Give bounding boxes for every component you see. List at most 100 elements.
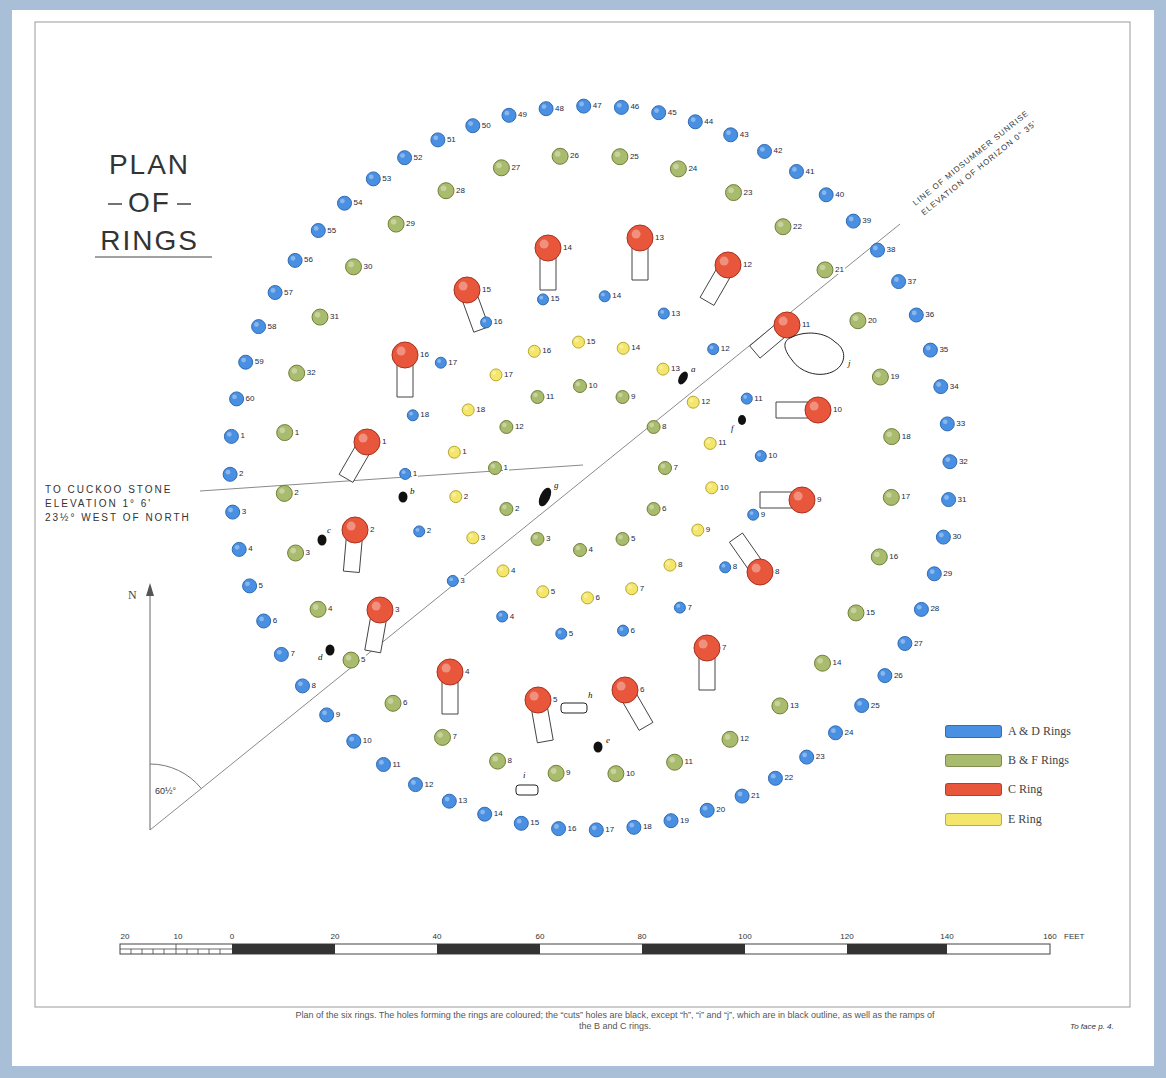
hole-highlight (576, 382, 581, 387)
hole-number: 2 (369, 525, 375, 534)
hole-number: 11 (717, 438, 727, 447)
title-underline (95, 256, 212, 257)
hole-number: 11 (545, 392, 555, 401)
hole-highlight (673, 164, 679, 170)
hole-highlight (492, 756, 498, 762)
cut-hole (399, 492, 408, 503)
hole-highlight (930, 569, 935, 574)
hole-number: 17 (503, 370, 514, 379)
hole-number: 8 (661, 422, 667, 431)
hole-number: 3 (241, 507, 247, 516)
hole-highlight (894, 277, 899, 282)
hole-number: 20 (715, 805, 726, 814)
hole-number: 28 (929, 604, 940, 613)
title-dash (177, 203, 191, 205)
hole-highlight (391, 219, 397, 225)
hole-number: 8 (774, 567, 780, 576)
hole-highlight (502, 505, 507, 510)
ring-e-hole (537, 586, 549, 598)
hole-number: 41 (805, 167, 816, 176)
hole-highlight (708, 484, 712, 488)
scale-number: 40 (433, 932, 442, 941)
ring-b-hole (435, 729, 451, 745)
hole-highlight (530, 347, 534, 351)
ring-f-hole (574, 544, 587, 557)
hole-number: 60 (245, 394, 256, 403)
hole-highlight (449, 577, 453, 581)
hole-highlight (491, 464, 496, 469)
ring-b-hole (772, 698, 788, 714)
hole-highlight (397, 347, 406, 356)
scale-number: 10 (174, 932, 183, 941)
scale-number: 20 (331, 932, 340, 941)
legend-text: B & F Rings (1008, 753, 1069, 767)
hole-number: 51 (446, 135, 457, 144)
ring-e-hole (582, 592, 594, 604)
cut-hole (326, 645, 335, 656)
ring-e-hole (617, 342, 629, 354)
hole-highlight (699, 640, 708, 649)
ring-e-hole (497, 565, 509, 577)
hole-highlight (533, 535, 538, 540)
ring-d-hole (407, 410, 418, 421)
hole-number: 10 (625, 769, 636, 778)
hole-highlight (313, 604, 319, 610)
hole-highlight (659, 365, 663, 369)
ring-a-hole (577, 99, 591, 113)
hole-highlight (620, 627, 624, 631)
ring-d-hole (400, 468, 411, 479)
ring-b-hole (343, 652, 359, 668)
hole-number: 19 (889, 372, 900, 381)
ring-c-hole (454, 277, 480, 303)
hole-number: 24 (844, 728, 855, 737)
hole-number: 49 (517, 110, 528, 119)
hole-highlight (441, 186, 447, 192)
hole-highlight (346, 655, 352, 661)
hole-number: 34 (949, 382, 960, 391)
hole-number: 30 (363, 262, 374, 271)
hole-highlight (618, 535, 623, 540)
hole-highlight (632, 230, 641, 239)
ring-b-hole (884, 429, 900, 445)
hole-highlight (372, 602, 381, 611)
hole-highlight (584, 594, 588, 598)
hole-number: 20 (867, 316, 878, 325)
hole-number: 8 (677, 560, 683, 569)
ring-d-hole (599, 291, 610, 302)
ring-f-hole (531, 391, 544, 404)
hole-number: 7 (721, 643, 727, 652)
hole-number: 15 (529, 818, 540, 827)
hole-highlight (452, 493, 456, 497)
hole-number: 17 (447, 358, 458, 367)
hole-number: 7 (686, 603, 692, 612)
ring-e-hole (692, 524, 704, 536)
angle-label: 60½° (155, 786, 176, 797)
ring-c-hole (715, 252, 741, 278)
hole-highlight (298, 681, 303, 686)
hole-highlight (227, 432, 232, 437)
hole-highlight (912, 311, 917, 316)
legend-text: E Ring (1008, 812, 1042, 826)
hole-highlight (654, 108, 659, 113)
hole-highlight (831, 728, 836, 733)
hole-number: 50 (481, 121, 492, 130)
hole-number: 7 (289, 649, 295, 658)
ring-b-hole (277, 425, 293, 441)
hole-highlight (757, 453, 761, 457)
scale-number: 80 (638, 932, 647, 941)
hole-highlight (315, 312, 321, 318)
hole-number: 7 (452, 732, 458, 741)
ring-a-hole (819, 188, 833, 202)
hole-number: 11 (801, 320, 811, 329)
caption: Plan of the six rings. The holes forming… (295, 1010, 935, 1032)
ring-e-hole (687, 396, 699, 408)
hole-number: 25 (870, 701, 881, 710)
hole-highlight (849, 217, 854, 222)
hole-highlight (738, 792, 743, 797)
ring-b-hole (490, 753, 506, 769)
ring-a-hole (943, 455, 957, 469)
hole-number: 7 (673, 463, 679, 472)
hole-number: 35 (938, 345, 949, 354)
hole-highlight (886, 492, 892, 498)
